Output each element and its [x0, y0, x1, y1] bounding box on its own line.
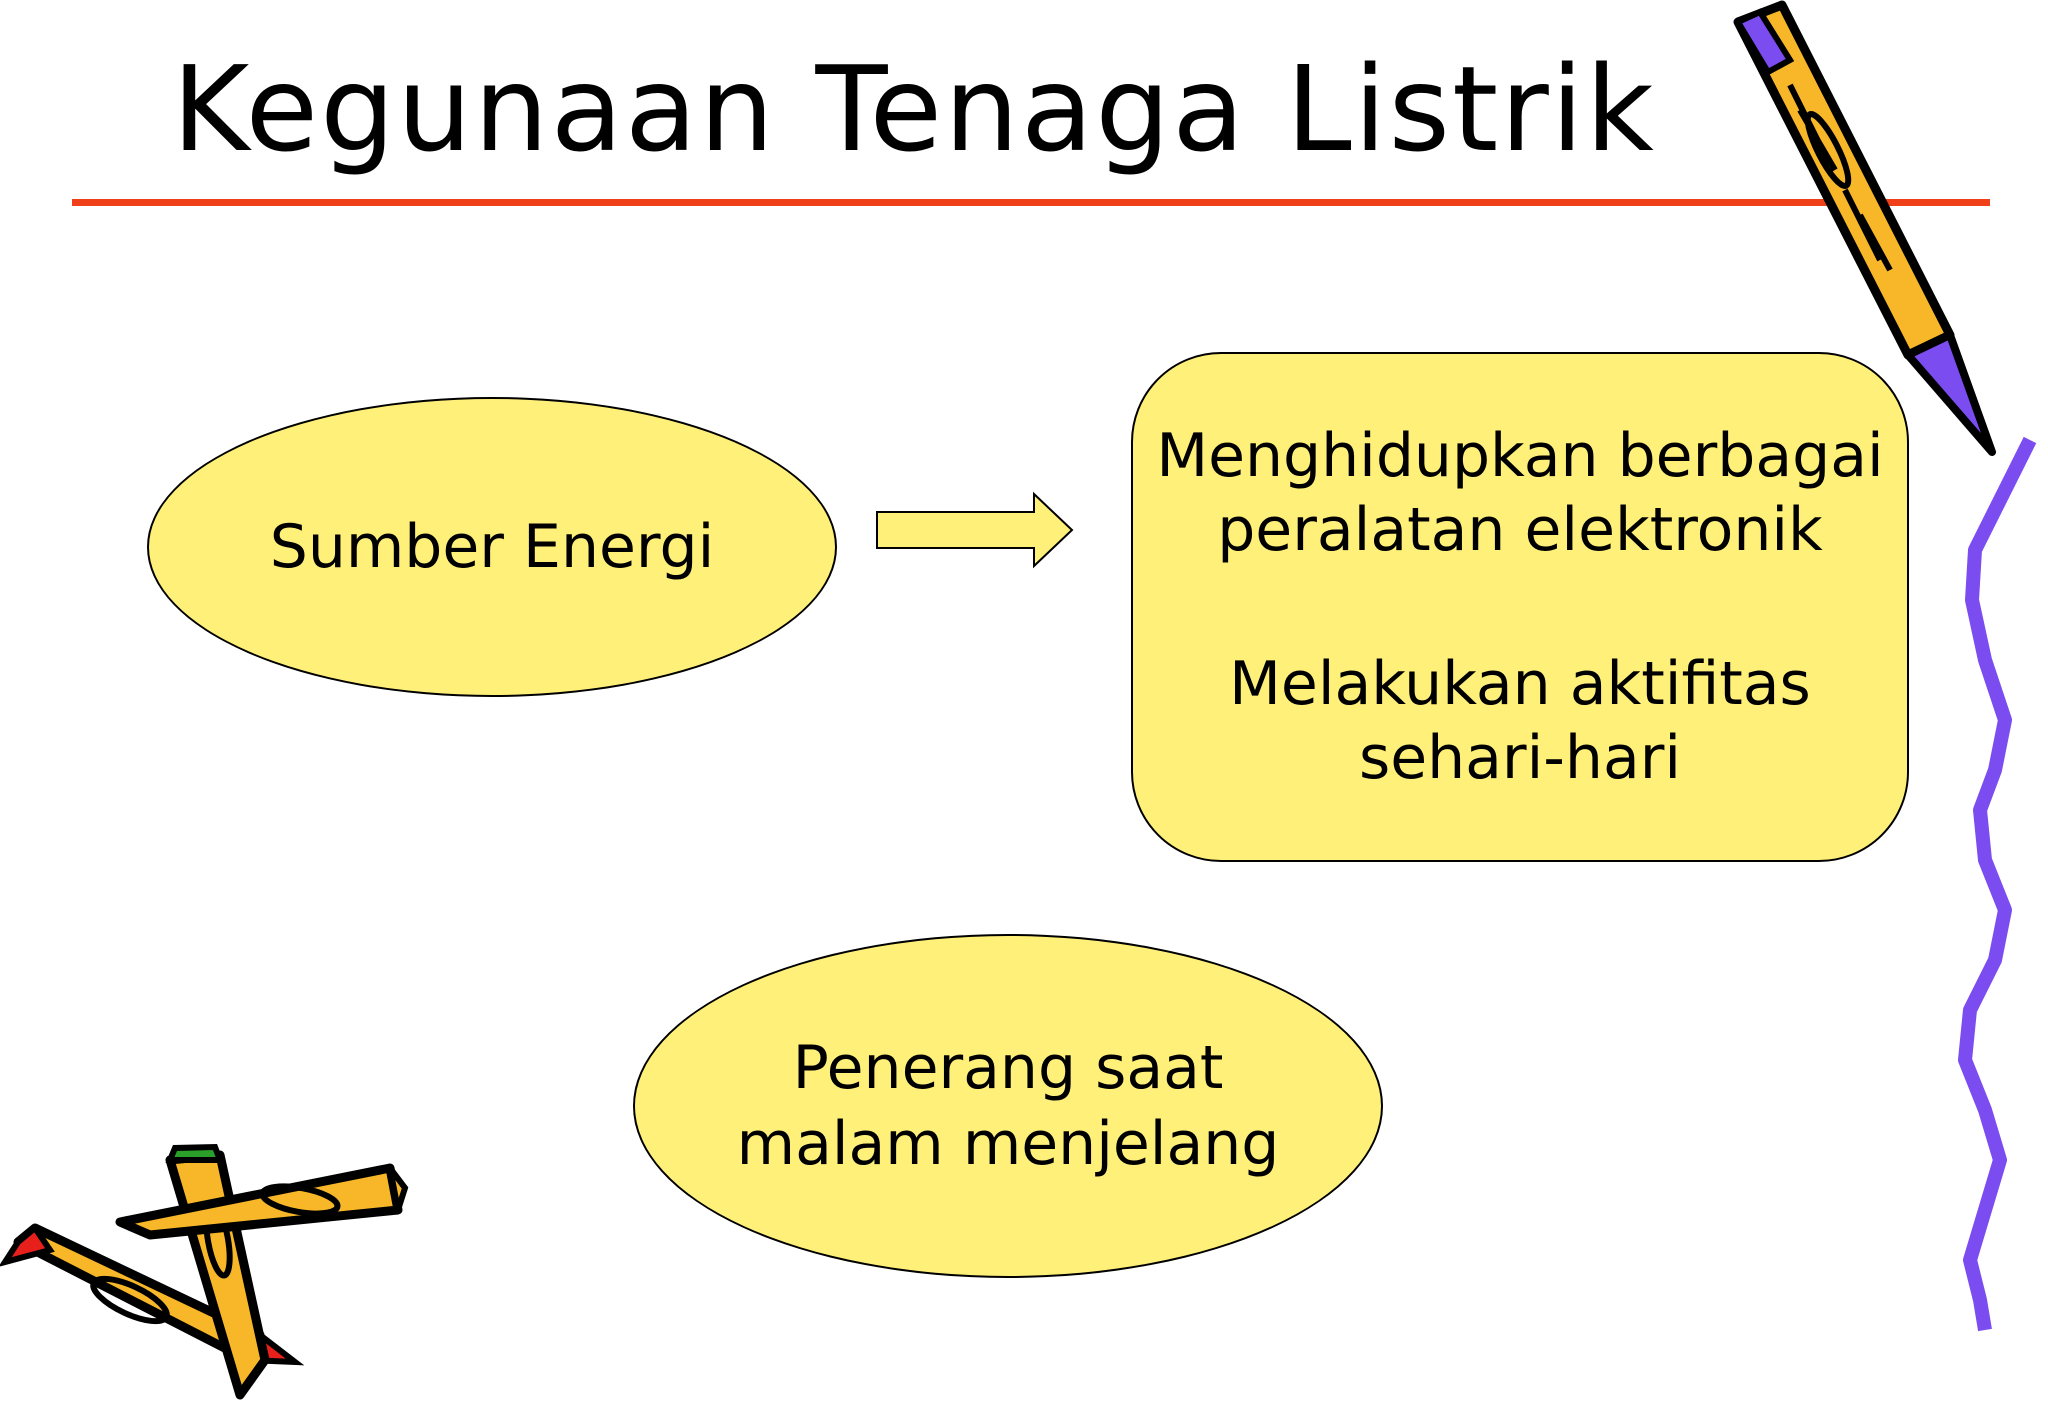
source-label: Sumber Energi [269, 512, 715, 582]
flow-arrow [876, 491, 1074, 569]
uses-line-4: sehari-hari [1358, 723, 1682, 793]
uses-line-2: peralatan elektronik [1217, 495, 1823, 565]
slide-title: Kegunaan Tenaga Listrik [172, 40, 1656, 178]
title-underline [72, 199, 1990, 206]
lighting-node: Penerang saat malam menjelang [633, 934, 1383, 1278]
source-node: Sumber Energi [147, 397, 837, 697]
crossed-pencils-icon [0, 1143, 409, 1400]
lighting-line-1: Penerang saat [792, 1033, 1224, 1103]
pencil-icon [1733, 0, 1996, 456]
uses-line-3: Melakukan aktifitas [1229, 649, 1811, 719]
uses-node: Menghidupkan berbagai peralatan elektron… [1131, 352, 1909, 862]
uses-line-1: Menghidupkan berbagai [1156, 421, 1884, 491]
lighting-line-2: malam menjelang [736, 1109, 1280, 1179]
squiggle-line [1958, 436, 2037, 1332]
